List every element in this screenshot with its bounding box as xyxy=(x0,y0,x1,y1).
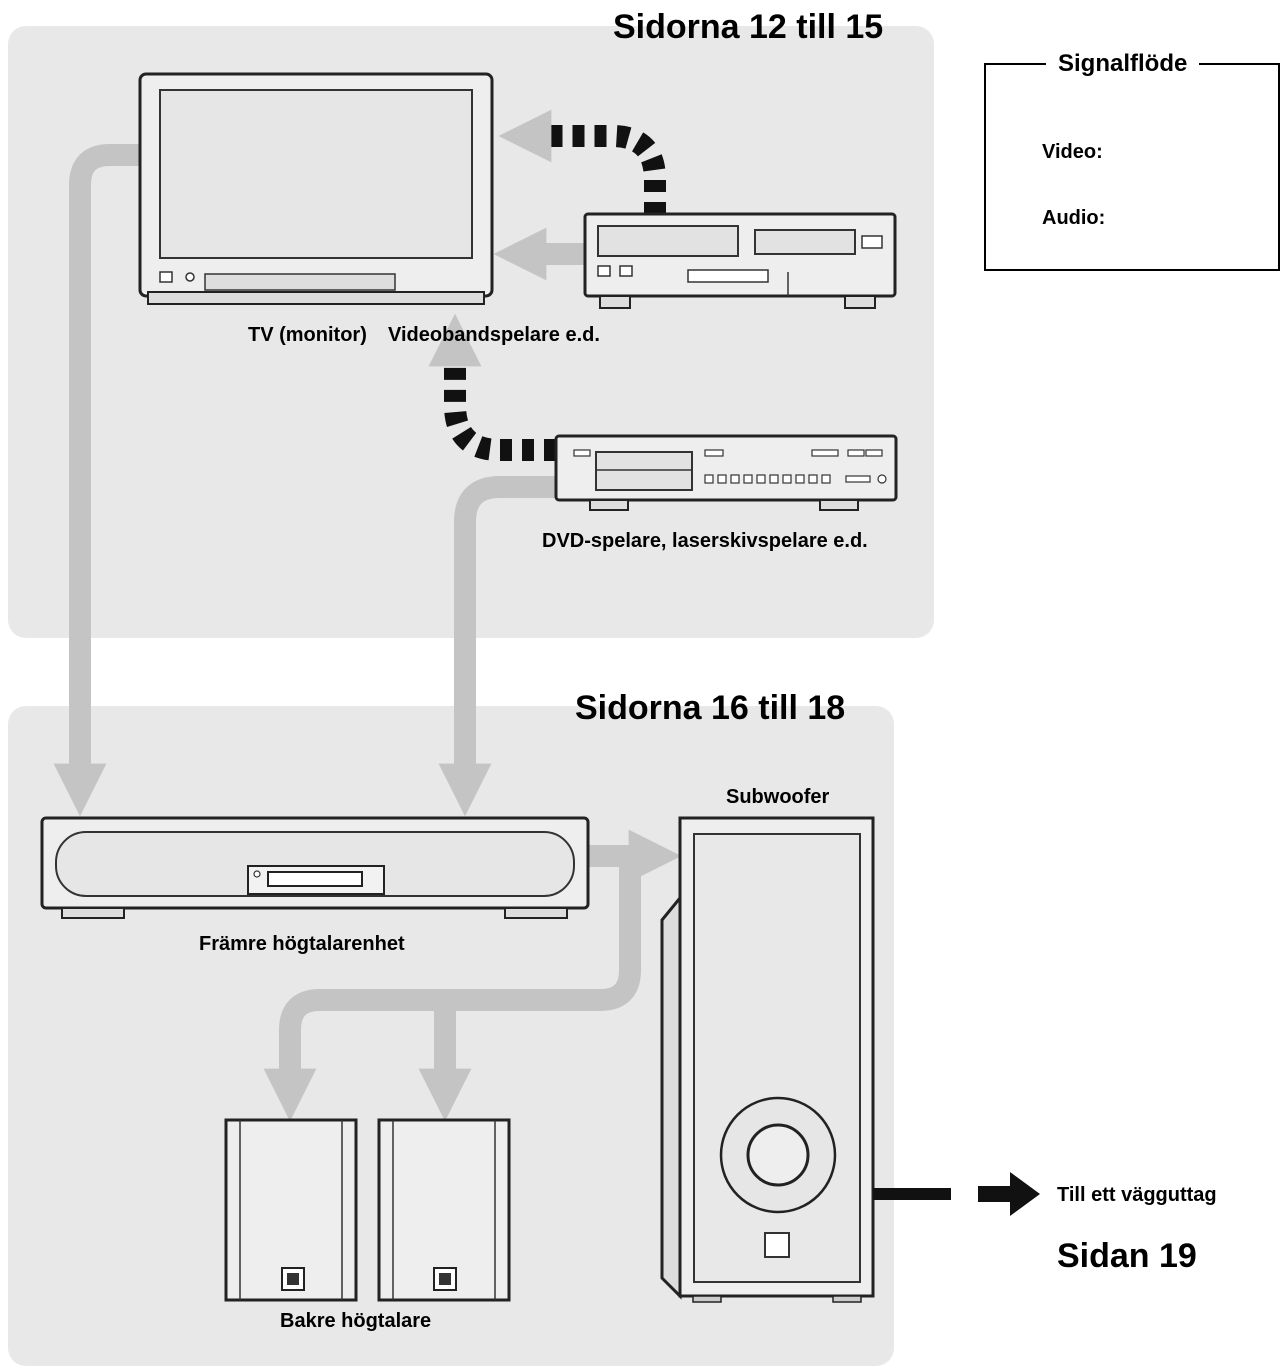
video-arrow-dvd-to-tv xyxy=(428,313,556,461)
front-speaker-label: Främre högtalarenhet xyxy=(199,933,405,955)
region-title-top: Sidorna 12 till 15 xyxy=(613,8,884,46)
power-page-label: Sidan 19 xyxy=(1057,1237,1197,1275)
dvd-label: DVD-spelare, laserskivspelare e.d. xyxy=(542,530,868,552)
audio-arrow-to-rear-left xyxy=(263,860,641,1122)
vcr-player xyxy=(583,212,897,309)
vcr-label: Videobandspelare e.d. xyxy=(388,324,600,346)
region-title-bottom: Sidorna 16 till 18 xyxy=(575,689,846,727)
tv-label: TV (monitor) xyxy=(248,324,367,346)
power-arrow xyxy=(978,1172,1040,1216)
rear-speaker-left xyxy=(224,1118,358,1302)
legend-audio-label: Audio: xyxy=(1042,207,1106,229)
outlet-label: Till ett vägguttag xyxy=(1057,1184,1217,1206)
video-arrow-vcr-to-tv xyxy=(498,109,666,214)
legend-box xyxy=(984,63,1280,271)
audio-arrow-tv-to-front xyxy=(53,144,140,817)
dvd-player xyxy=(554,434,898,511)
legend-video-label: Video: xyxy=(1042,141,1103,163)
subwoofer-label: Subwoofer xyxy=(726,786,830,808)
legend-title: Signalflöde xyxy=(1046,50,1200,78)
rear-speakers-label: Bakre högtalare xyxy=(280,1310,432,1332)
subwoofer xyxy=(660,816,875,1303)
audio-arrow-dvd-to-front xyxy=(438,476,555,817)
front-speaker-unit xyxy=(40,816,590,919)
rear-speaker-right xyxy=(377,1118,511,1302)
power-cord xyxy=(873,1188,951,1200)
tv-monitor xyxy=(138,72,494,305)
